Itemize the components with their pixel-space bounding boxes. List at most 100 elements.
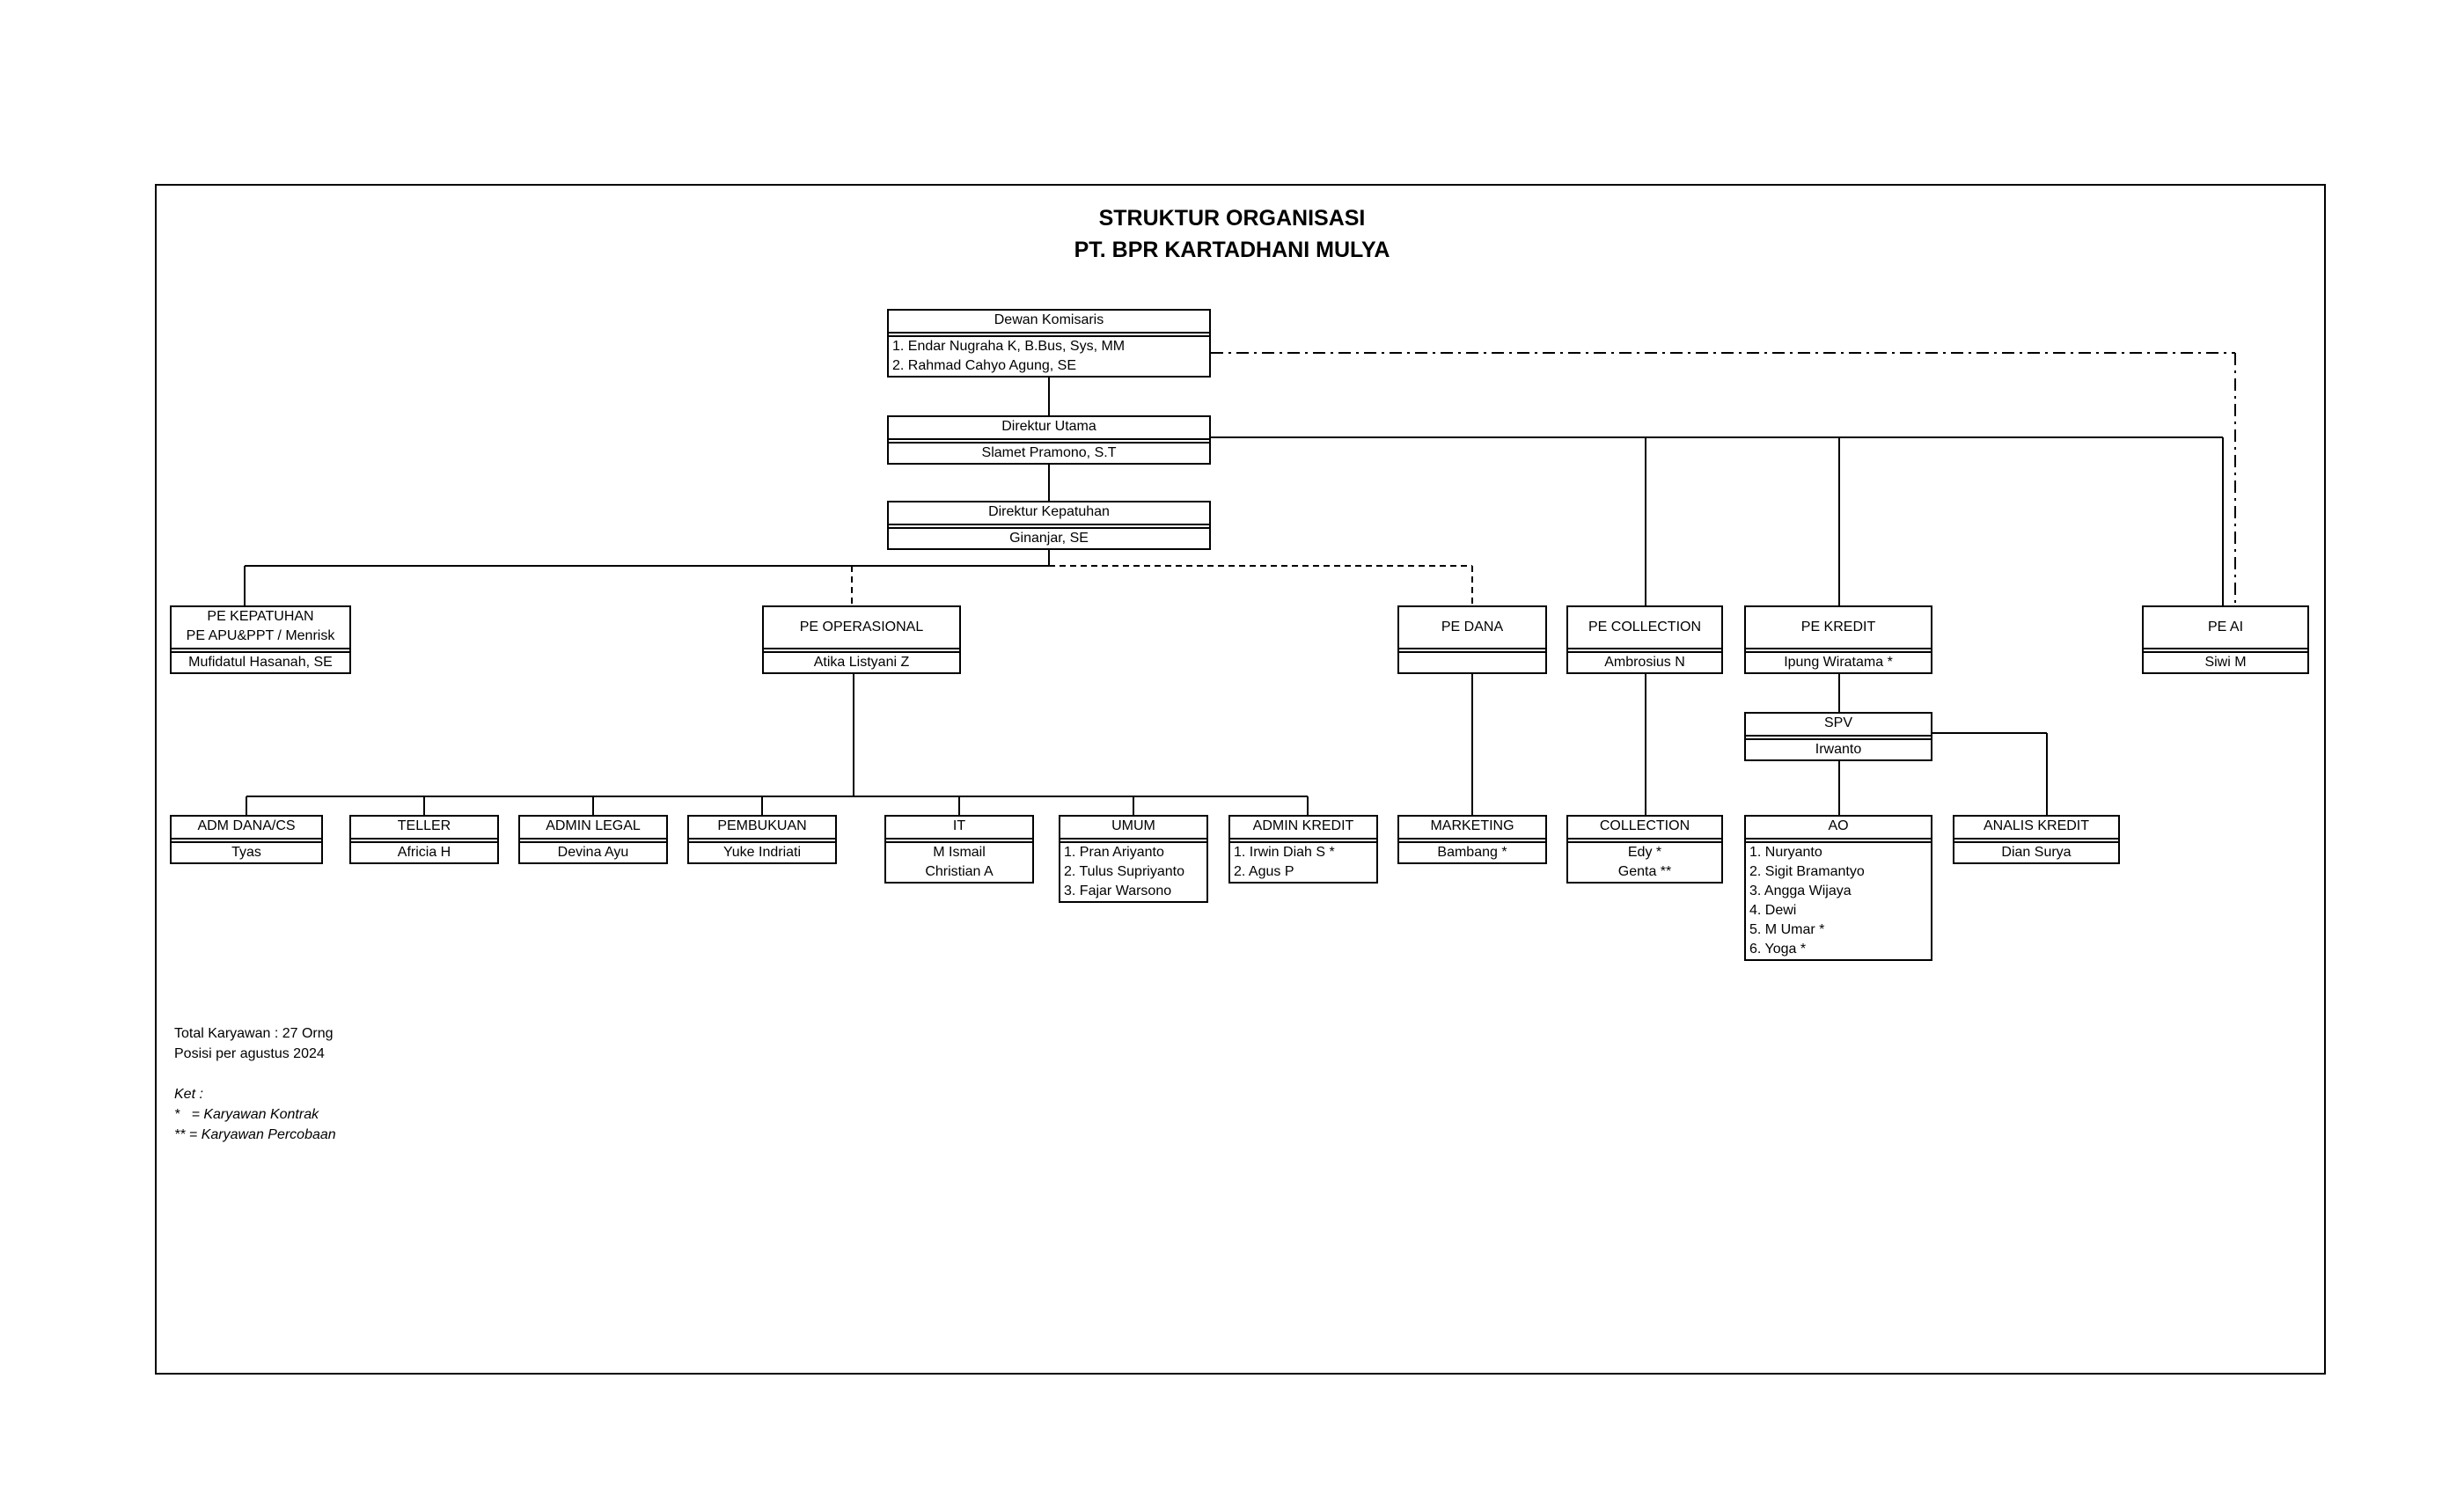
box-members: Ginanjar, SE bbox=[889, 529, 1209, 548]
diagram-frame bbox=[155, 184, 2326, 1375]
box-title-line: PE AI bbox=[2207, 620, 2244, 634]
member-name: 2. Agus P bbox=[1234, 864, 1294, 879]
legend-label: Ket : bbox=[174, 1087, 203, 1102]
member-name: Ipung Wiratama * bbox=[1784, 655, 1893, 670]
box-members: Bambang * bbox=[1399, 843, 1545, 862]
box-title-line: PE OPERASIONAL bbox=[799, 620, 924, 634]
box-title-line: ADMIN LEGAL bbox=[546, 818, 641, 833]
member-name: Tyas bbox=[231, 845, 261, 860]
member-name: M Ismail bbox=[933, 845, 986, 860]
box-title-line: PE DANA bbox=[1441, 620, 1504, 634]
member-name: 3. Angga Wijaya bbox=[1749, 884, 1852, 898]
member-name: 1. Nuryanto bbox=[1749, 845, 1822, 860]
member-name: 5. M Umar * bbox=[1749, 922, 1825, 937]
box-title-line: TELLER bbox=[397, 818, 451, 833]
box-pe-kredit: PE KREDIT Ipung Wiratama * bbox=[1744, 605, 1932, 674]
box-members bbox=[1399, 653, 1545, 672]
box-dewan-komisaris: Dewan Komisaris 1. Endar Nugraha K, B.Bus… bbox=[887, 309, 1211, 378]
box-title-line: UMUM bbox=[1111, 818, 1155, 833]
box-members: 1. Irwin Diah S *2. Agus P bbox=[1230, 843, 1376, 882]
box-title: PE KEPATUHAN PE APU&PPT / Menrisk bbox=[172, 607, 349, 653]
box-admin-legal: ADMIN LEGAL Devina Ayu bbox=[518, 815, 668, 864]
member-name: Africia H bbox=[397, 845, 451, 860]
member-name: Atika Listyani Z bbox=[813, 655, 910, 670]
box-title-line: IT bbox=[952, 818, 966, 833]
member-name: Christian A bbox=[925, 864, 994, 879]
posisi-date: Posisi per agustus 2024 bbox=[174, 1046, 325, 1061]
member-name: 2. Rahmad Cahyo Agung, SE bbox=[892, 358, 1077, 373]
box-pe-dana: PE DANA bbox=[1397, 605, 1547, 674]
member-name: Bambang * bbox=[1437, 845, 1507, 860]
box-members: Ipung Wiratama * bbox=[1746, 653, 1931, 672]
member-name: Yuke Indriati bbox=[722, 845, 802, 860]
box-members: Mufidatul Hasanah, SE bbox=[172, 653, 349, 672]
box-admin-kredit: ADMIN KREDIT 1. Irwin Diah S *2. Agus P bbox=[1228, 815, 1378, 884]
box-title-line: ADM DANA/CS bbox=[197, 818, 296, 833]
member-name: Irwanto bbox=[1815, 742, 1862, 757]
member-name: Devina Ayu bbox=[557, 845, 629, 860]
box-collection: COLLECTION Edy *Genta ** bbox=[1566, 815, 1723, 884]
member-name: 2. Tulus Supriyanto bbox=[1064, 864, 1184, 879]
box-title-line: ANALIS KREDIT bbox=[1983, 818, 2090, 833]
box-title: TELLER bbox=[351, 817, 497, 843]
member-name: 1. Endar Nugraha K, B.Bus, Sys, MM bbox=[892, 339, 1126, 354]
member-name: 1. Pran Ariyanto bbox=[1064, 845, 1164, 860]
box-pembukuan: PEMBUKUAN Yuke Indriati bbox=[687, 815, 837, 864]
box-members: Irwanto bbox=[1746, 740, 1931, 759]
box-spv: SPV Irwanto bbox=[1744, 712, 1932, 761]
box-title-line: MARKETING bbox=[1430, 818, 1514, 833]
box-members: Africia H bbox=[351, 843, 497, 862]
box-title: AO bbox=[1746, 817, 1931, 843]
box-marketing: MARKETING Bambang * bbox=[1397, 815, 1547, 864]
member-name: Dian Surya bbox=[2001, 845, 2072, 860]
box-title: SPV bbox=[1746, 714, 1931, 740]
member-name: Genta ** bbox=[1617, 864, 1672, 879]
box-umum: UMUM 1. Pran Ariyanto 2. Tulus Supriyanto 3… bbox=[1059, 815, 1208, 903]
box-title-line: ADMIN KREDIT bbox=[1252, 818, 1354, 833]
member-name: 2. Sigit Bramantyo bbox=[1749, 864, 1865, 879]
box-title: PE KREDIT bbox=[1746, 607, 1931, 653]
box-title-line: PE APU&PPT / Menrisk bbox=[186, 628, 335, 643]
box-title: PEMBUKUAN bbox=[689, 817, 835, 843]
box-title: Direktur Utama bbox=[889, 417, 1209, 444]
box-title: PE AI bbox=[2144, 607, 2307, 653]
box-members: Siwi M bbox=[2144, 653, 2307, 672]
box-title: IT bbox=[886, 817, 1032, 843]
box-title: PE COLLECTION bbox=[1568, 607, 1721, 653]
box-title-line: SPV bbox=[1823, 715, 1852, 730]
box-title-line: Direktur Utama bbox=[1001, 419, 1096, 434]
box-title-line: PE KREDIT bbox=[1800, 620, 1876, 634]
box-title: ADMIN LEGAL bbox=[520, 817, 666, 843]
box-ao: AO 1. Nuryanto 2. Sigit Bramantyo 3. Angga … bbox=[1744, 815, 1932, 961]
box-title: MARKETING bbox=[1399, 817, 1545, 843]
box-members: 1. Endar Nugraha K, B.Bus, Sys, MM 2. Rah… bbox=[889, 337, 1209, 376]
member-name: Ambrosius N bbox=[1604, 655, 1685, 670]
box-members: Slamet Pramono, S.T bbox=[889, 444, 1209, 463]
box-title: UMUM bbox=[1060, 817, 1206, 843]
box-title-line: Dewan Komisaris bbox=[994, 312, 1104, 327]
chart-title: STRUKTUR ORGANISASI bbox=[1098, 206, 1366, 231]
box-title: ANALIS KREDIT bbox=[1954, 817, 2118, 843]
box-pe-ai: PE AI Siwi M bbox=[2142, 605, 2309, 674]
box-title-line: Direktur Kepatuhan bbox=[988, 504, 1110, 519]
box-members: 1. Pran Ariyanto 2. Tulus Supriyanto 3. Fa… bbox=[1060, 843, 1206, 901]
box-title-line: PE COLLECTION bbox=[1588, 620, 1702, 634]
member-name: Siwi M bbox=[2204, 655, 2247, 670]
box-members: Tyas bbox=[172, 843, 321, 862]
box-adm-dana-cs: ADM DANA/CS Tyas bbox=[170, 815, 323, 864]
box-title-line: AO bbox=[1828, 818, 1849, 833]
member-name: 3. Fajar Warsono bbox=[1064, 884, 1172, 898]
box-title: PE OPERASIONAL bbox=[764, 607, 959, 653]
box-teller: TELLER Africia H bbox=[349, 815, 499, 864]
member-name: Mufidatul Hasanah, SE bbox=[188, 655, 333, 670]
box-title-line: PE KEPATUHAN bbox=[207, 609, 314, 624]
box-title-line: COLLECTION bbox=[1599, 818, 1690, 833]
box-members: Dian Surya bbox=[1954, 843, 2118, 862]
box-title: ADM DANA/CS bbox=[172, 817, 321, 843]
box-members: Edy *Genta ** bbox=[1568, 843, 1721, 882]
box-members: Yuke Indriati bbox=[689, 843, 835, 862]
